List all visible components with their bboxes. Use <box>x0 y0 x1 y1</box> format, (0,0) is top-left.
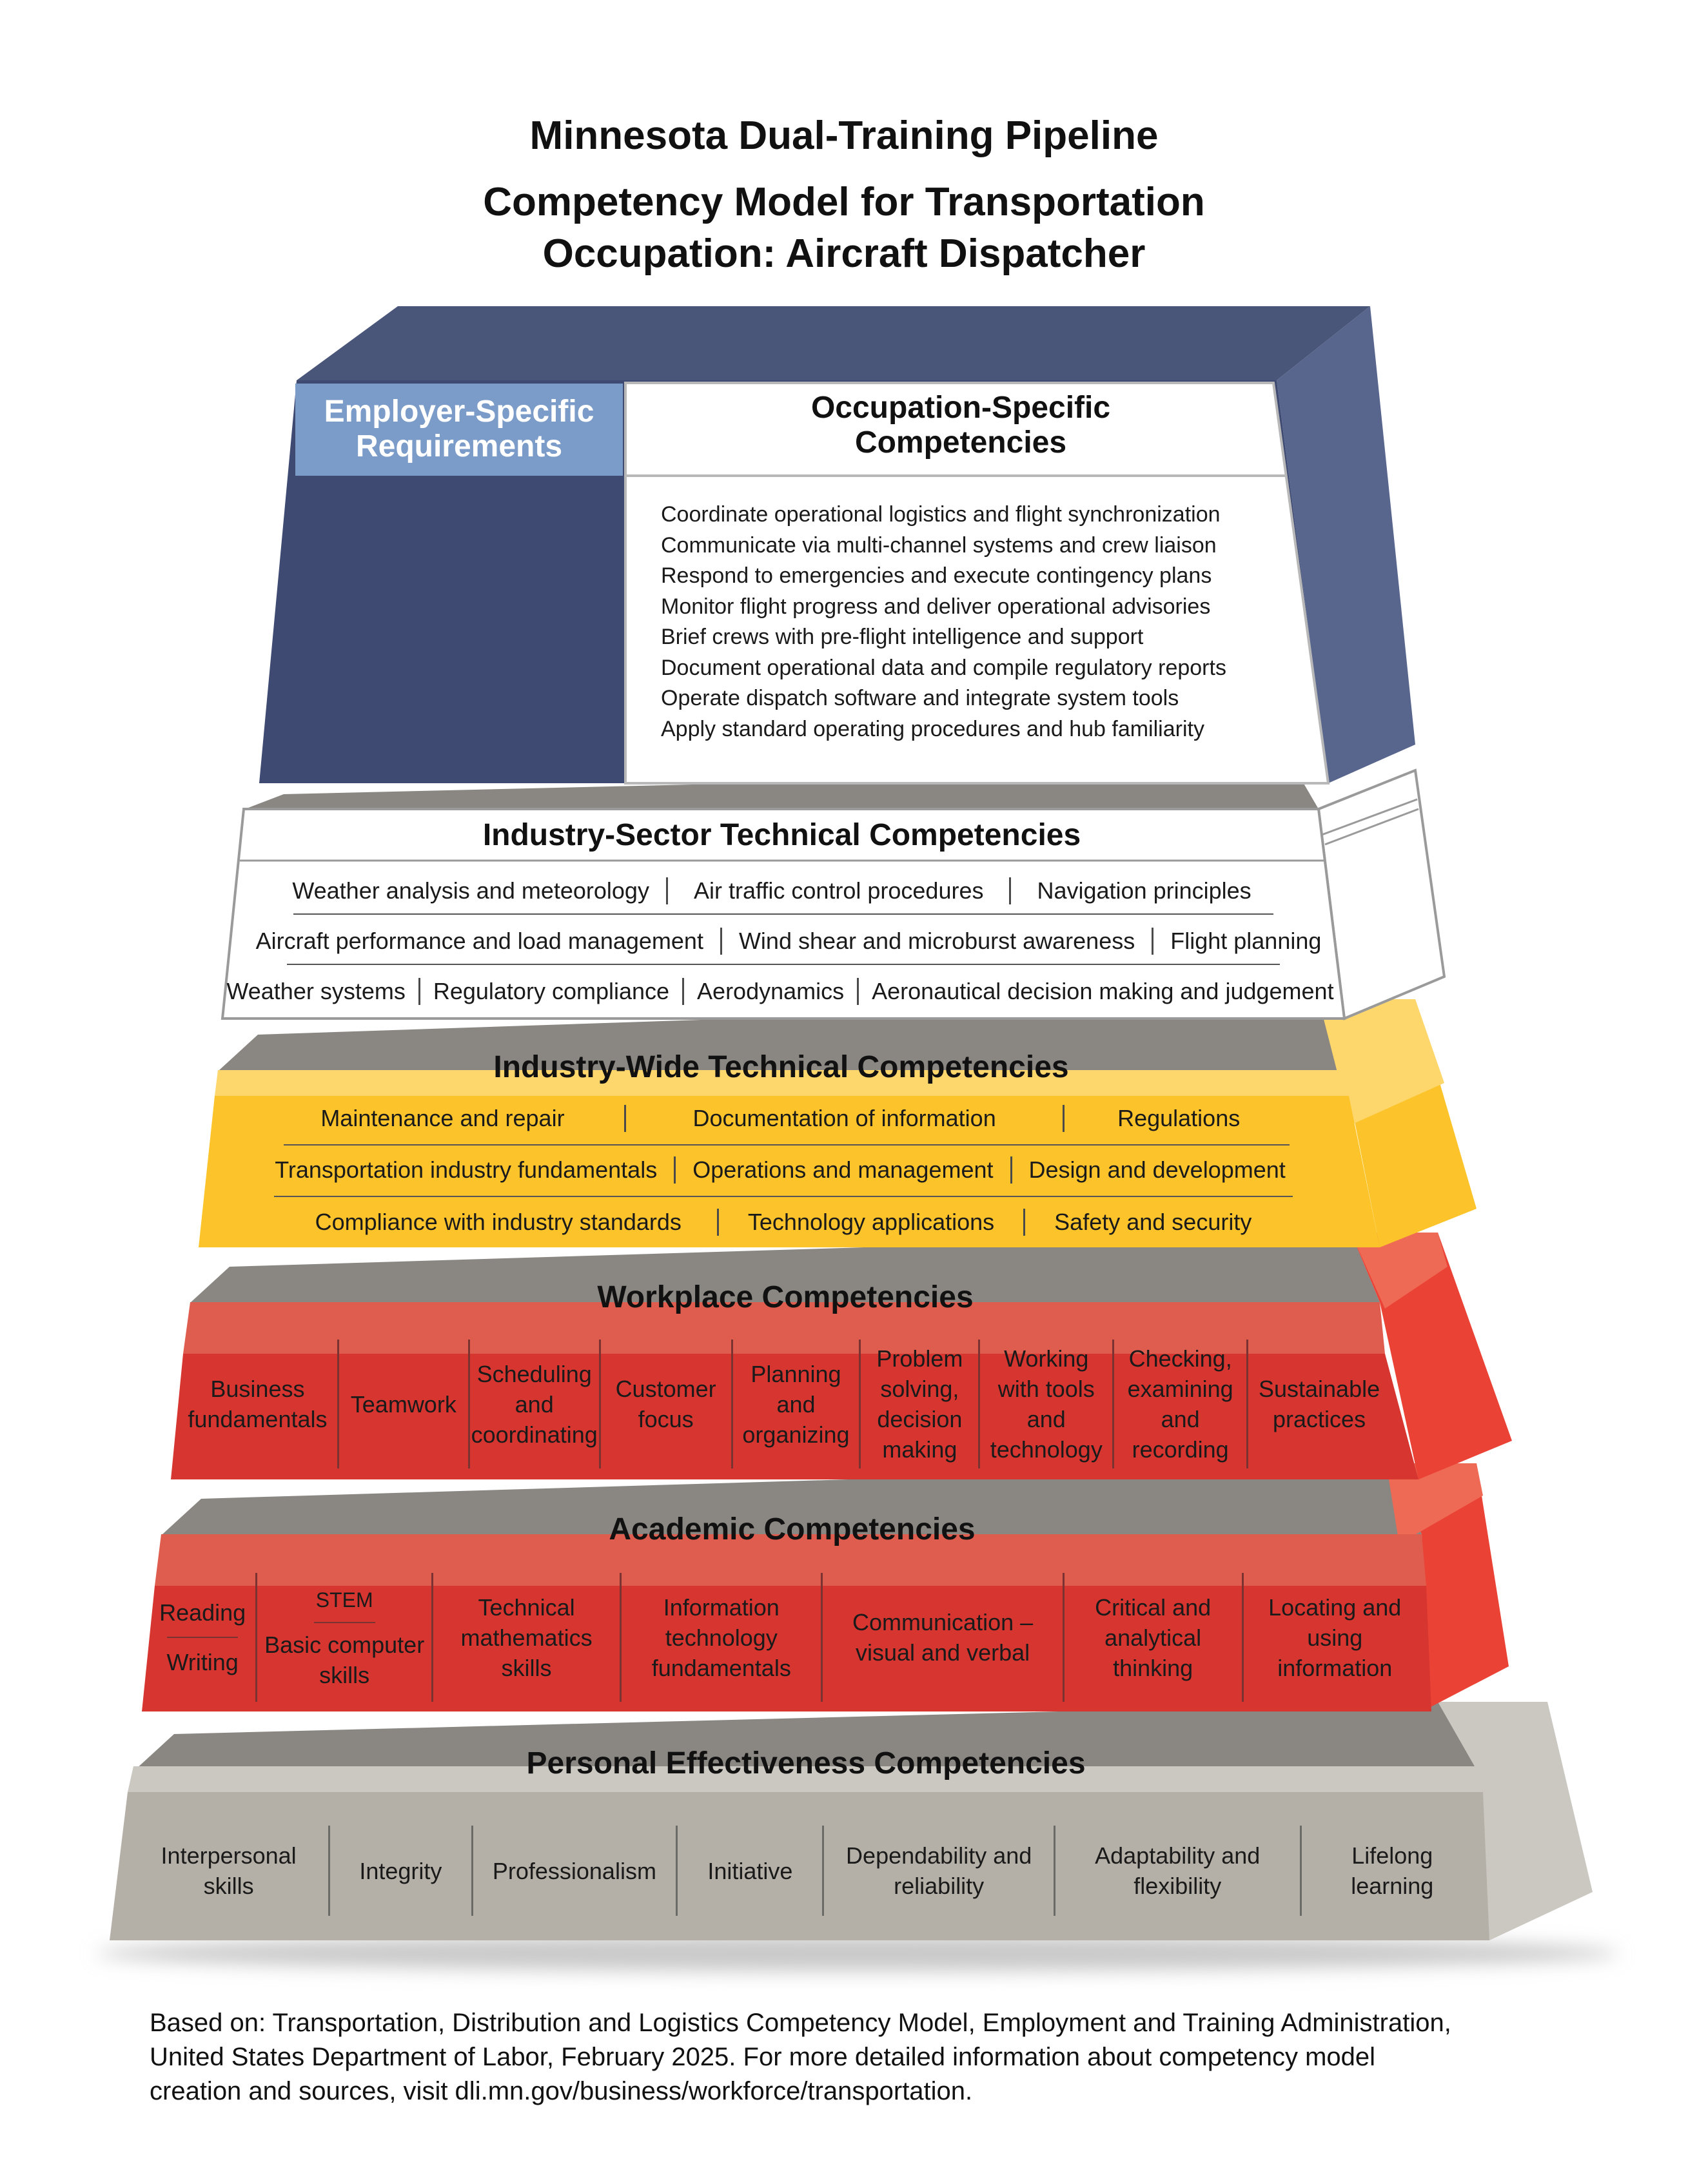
academic-item: Technical mathematics skills <box>431 1573 620 1702</box>
source-note-line: creation and sources, visit dli.mn.gov/b… <box>150 2077 973 2105</box>
stem-cell: STEM Basic computer skills <box>255 1573 431 1702</box>
industry-sector-row-1: Weather analysis and meteorology Air tra… <box>245 875 1315 907</box>
occupation-item: Coordinate operational logistics and fli… <box>661 502 1221 527</box>
wide-item: Documentation of information <box>623 1105 1065 1132</box>
pyramid-shadow <box>97 1935 1618 1971</box>
wide-item: Operations and management <box>674 1156 1010 1184</box>
sector-item: Aerodynamics <box>682 978 857 1005</box>
industry-wide-row-3: Compliance with industry standards Techn… <box>213 1206 1348 1238</box>
academic-item: Locating and using information <box>1241 1573 1426 1702</box>
industry-wide-row-1: Maintenance and repair Documentation of … <box>261 1102 1293 1135</box>
wide-item: Regulations <box>1117 1105 1241 1131</box>
occupation-item: Apply standard operating procedures and … <box>661 716 1204 741</box>
workplace-item: Scheduling and coordinating <box>467 1340 599 1468</box>
industry-wide-title: Industry-Wide Technical Competencies <box>493 1050 1069 1084</box>
personal-item: Adaptability and flexibility <box>1053 1826 1300 1916</box>
occupation-item: Communicate via multi-channel systems an… <box>661 532 1217 558</box>
occupation-specific-list: Coordinate operational logistics and fli… <box>661 500 1293 745</box>
personal-item: Professionalism <box>471 1826 676 1916</box>
reading-writing-cell: Reading Writing <box>150 1573 255 1702</box>
personal-item: Dependability and reliability <box>822 1826 1053 1916</box>
academic-item-stem: STEM <box>315 1588 373 1612</box>
source-note: Based on: Transportation, Distribution a… <box>150 2006 1633 2109</box>
sector-item: Navigation principles <box>1009 877 1268 904</box>
workplace-item: Sustainable practices <box>1246 1340 1390 1468</box>
workplace-item: Teamwork <box>337 1340 468 1468</box>
sector-item: Air traffic control procedures <box>665 877 1010 904</box>
academic-item-writing: Writing <box>166 1649 239 1675</box>
academic-item: Critical and analytical thinking <box>1062 1573 1242 1702</box>
wide-item: Transportation industry fundamentals <box>275 1156 658 1183</box>
academic-item-basic-computer: Basic computer skills <box>264 1631 425 1688</box>
title-line-3: Occupation: Aircraft Dispatcher <box>542 231 1146 276</box>
workplace-item: Business fundamentals <box>188 1376 328 1432</box>
reading-writing-divider <box>167 1637 239 1638</box>
academic-item: Information technology fundamentals <box>620 1573 821 1702</box>
source-note-line: Based on: Transportation, Distribution a… <box>150 2009 1451 2037</box>
occupation-item: Monitor flight progress and deliver oper… <box>661 594 1211 619</box>
personal-item: Initiative <box>676 1826 822 1916</box>
source-note-line: United States Department of Labor, Febru… <box>150 2043 1376 2071</box>
workplace-tier-shape <box>171 1233 1512 1479</box>
sector-item: Regulatory compliance <box>418 978 682 1005</box>
personal-tier-shape <box>110 1702 1593 1940</box>
sector-item: Flight planning <box>1152 928 1321 955</box>
workplace-item: Problem solving, decision making <box>859 1340 978 1468</box>
title-line-2: Competency Model for Transportation <box>483 180 1205 224</box>
sector-item: Aeronautical decision making and judgeme… <box>857 978 1346 1005</box>
industry-sector-title: Industry-Sector Technical Competencies <box>482 818 1081 852</box>
academic-title: Academic Competencies <box>609 1512 976 1546</box>
workplace-item: Planning and organizing <box>731 1340 859 1468</box>
workplace-item: Working with tools and technology <box>978 1340 1112 1468</box>
personal-item: Integrity <box>328 1826 471 1916</box>
wide-item: Safety and security <box>1023 1209 1281 1236</box>
wide-item: Technology applications <box>716 1209 1023 1236</box>
title-line-1: Minnesota Dual-Training Pipeline <box>529 113 1159 158</box>
academic-item-reading: Reading <box>159 1599 246 1626</box>
industry-wide-row-2: Transportation industry fundamentals Ope… <box>213 1154 1348 1186</box>
occupation-item: Operate dispatch software and integrate … <box>661 686 1179 710</box>
workplace-title: Workplace Competencies <box>597 1280 974 1314</box>
wide-divider <box>274 1196 1293 1197</box>
wide-item: Design and development <box>1010 1156 1302 1184</box>
workplace-item: Checking, examining and recording <box>1112 1340 1246 1468</box>
wide-divider <box>284 1144 1290 1146</box>
top-tier-shape <box>259 306 1415 785</box>
academic-item: Communication – visual and verbal <box>821 1573 1062 1702</box>
occupation-item: Respond to emergencies and execute conti… <box>661 563 1212 588</box>
sector-item: Weather analysis and meteorology <box>292 877 649 904</box>
sector-divider <box>287 964 1280 965</box>
wide-item: Compliance with industry standards <box>315 1209 682 1235</box>
occupation-item: Document operational data and compile re… <box>661 655 1226 680</box>
industry-wide-tier-shape <box>199 999 1477 1247</box>
sector-item: Weather systems <box>226 978 406 1004</box>
wide-item: Maintenance and repair <box>320 1105 565 1131</box>
academic-tier-shape <box>142 1463 1509 1711</box>
personal-item: Lifelong learning <box>1299 1826 1483 1916</box>
stem-divider <box>313 1621 375 1623</box>
personal-item: Interpersonal skills <box>161 1842 297 1899</box>
industry-sector-row-2: Aircraft performance and load management… <box>239 925 1322 957</box>
sector-divider <box>293 913 1273 915</box>
industry-sector-row-3: Weather systems Regulatory compliance Ae… <box>226 975 1334 1008</box>
sector-item: Wind shear and microburst awareness <box>720 928 1152 955</box>
sector-item: Aircraft performance and load management <box>255 928 703 954</box>
employer-specific-label: Employer-Specific Requirements <box>324 395 594 463</box>
workplace-items: Business fundamentals Teamwork Schedulin… <box>178 1340 1390 1468</box>
academic-items: Reading Writing STEM Basic computer skil… <box>150 1573 1426 1702</box>
occupation-item: Brief crews with pre-flight intelligence… <box>661 625 1144 649</box>
workplace-item: Customer focus <box>598 1340 731 1468</box>
occupation-specific-label: Occupation-Specific Competencies <box>810 391 1111 460</box>
personal-items: Interpersonal skills Integrity Professio… <box>129 1826 1483 1916</box>
personal-effectiveness-title: Personal Effectiveness Competencies <box>526 1746 1086 1780</box>
